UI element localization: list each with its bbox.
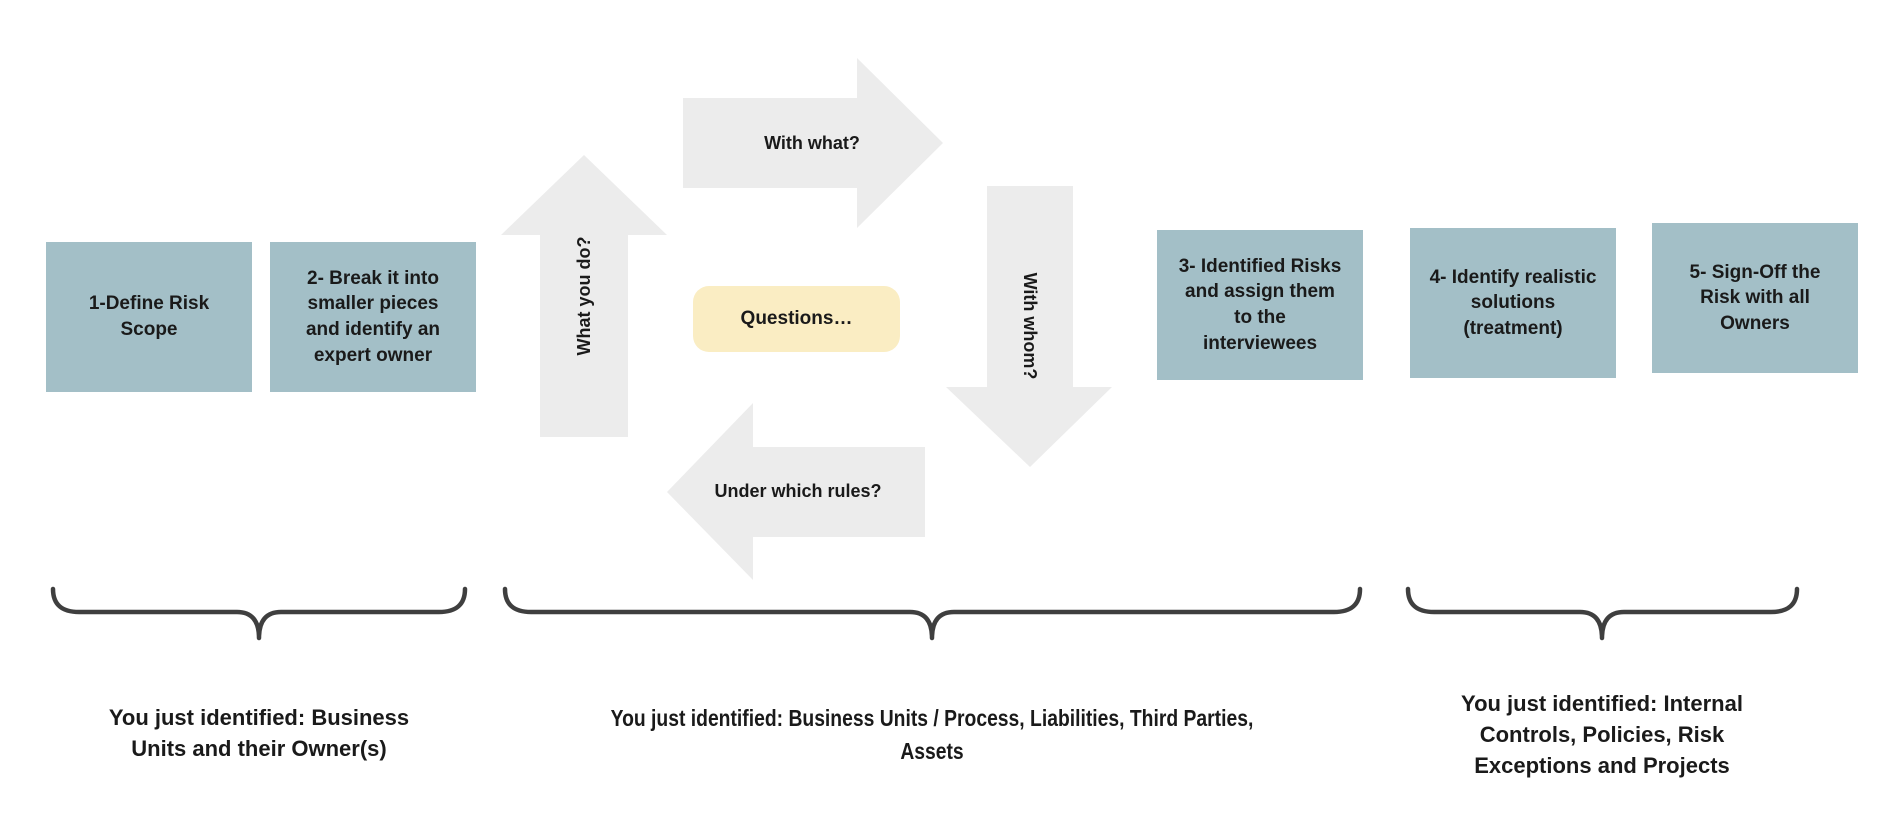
step-box-2-label: 2- Break it into smaller pieces and iden… [305, 267, 441, 366]
group-caption-3: You just identified: Internal Controls, … [1461, 691, 1743, 779]
step-box-5: 5- Sign-Off the Risk with all Owners [1652, 223, 1858, 373]
cycle-arrow-right-icon [683, 58, 943, 228]
group-brace-1 [50, 586, 468, 641]
step-box-4-label: 4- Identify realistic solutions (treatme… [1429, 266, 1597, 339]
arrow-label-with-what: With what? [764, 132, 860, 153]
group-brace-3 [1405, 586, 1800, 641]
cycle-arrow-left-icon [667, 403, 925, 580]
group-caption-2-text: You just identified: Business Units / Pr… [610, 705, 1254, 764]
questions-box: Questions… [693, 286, 900, 352]
cycle-arrow-up-icon [501, 155, 667, 437]
step-box-1-label: 1-Define Risk Scope [88, 293, 210, 340]
step-box-5-label: 5- Sign-Off the Risk with all Owners [1689, 261, 1821, 334]
questions-label: Questions… [740, 308, 853, 329]
step-box-4: 4- Identify realistic solutions (treatme… [1410, 228, 1616, 378]
step-box-3-label: 3- Identified Risks and assign them to t… [1178, 255, 1342, 354]
group-brace-2 [502, 586, 1363, 641]
step-box-3: 3- Identified Risks and assign them to t… [1157, 230, 1363, 380]
arrow-label-what-you-do: What you do? [573, 236, 594, 356]
step-box-2: 2- Break it into smaller pieces and iden… [270, 242, 476, 392]
arrow-label-under-which-rules: Under which rules? [714, 480, 882, 501]
group-caption-2: You just identified: Business Units / Pr… [522, 702, 1342, 767]
arrow-label-with-whom: With whom? [1020, 272, 1041, 380]
step-box-1: 1-Define Risk Scope [46, 242, 252, 392]
cycle-arrow-down-icon [946, 186, 1112, 467]
group-caption-1: You just identified: Business Units and … [108, 705, 410, 762]
